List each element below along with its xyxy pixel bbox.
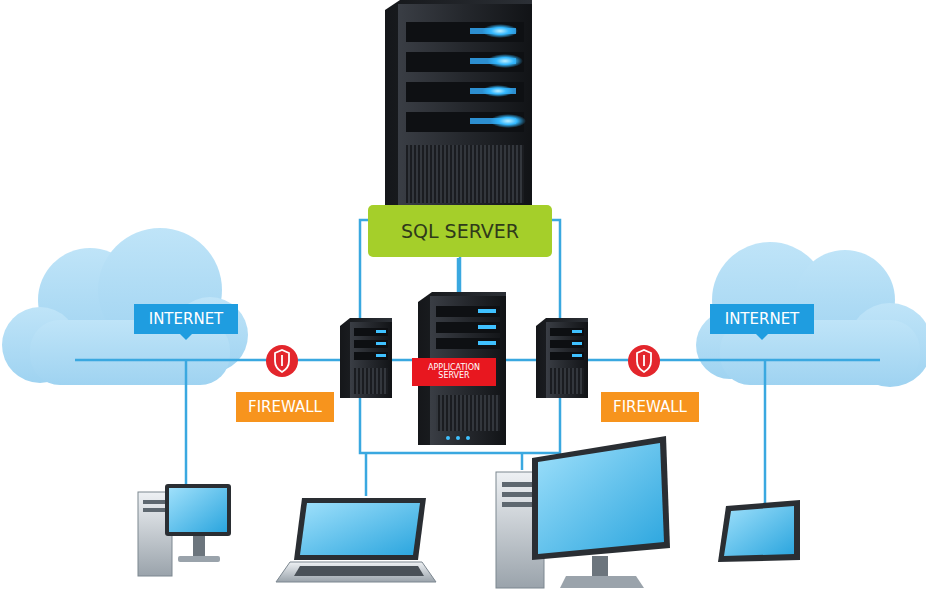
- sql-server-tower: [398, 4, 532, 215]
- application-server-tower: [478, 325, 496, 329]
- application-server-tower: [446, 436, 450, 440]
- application-server-tower: [436, 322, 500, 333]
- node-text: FIREWALL: [613, 398, 687, 416]
- desktop-computer: [178, 556, 220, 562]
- node-text: APPLICATION SERVER: [418, 364, 490, 381]
- firewall-shield: [275, 350, 289, 372]
- sql-server-tower: [406, 22, 524, 42]
- network-server: [536, 318, 588, 398]
- firewall-shield: [628, 345, 660, 377]
- laptop-computer: [276, 498, 436, 582]
- firewall-label: FIREWALL: [601, 392, 699, 422]
- firewall-shield: [637, 350, 651, 372]
- tablet-device: [718, 500, 800, 562]
- desktop-computer: [592, 556, 608, 576]
- internet-cloud: [2, 228, 248, 385]
- tablet-device: [724, 506, 794, 556]
- sql-server-tower: [406, 52, 524, 72]
- sql-server-tower: [406, 82, 524, 102]
- network-wire: [457, 258, 460, 295]
- desktop-computer: [532, 436, 670, 560]
- sql-server-tower: [482, 24, 518, 38]
- application-server-tower: [436, 306, 500, 317]
- sql-server-tower: [406, 145, 524, 203]
- node-text: INTERNET: [149, 310, 224, 328]
- firewall-shield: [281, 355, 283, 366]
- desktop-computer: [143, 508, 167, 512]
- application-server-tower: [478, 309, 496, 313]
- network-wire: [185, 360, 188, 488]
- internet-cloud: [696, 242, 926, 387]
- laptop-computer: [294, 498, 426, 560]
- internet-tag: INTERNET: [710, 304, 814, 334]
- firewall-shield: [643, 355, 645, 366]
- laptop-computer: [294, 566, 424, 576]
- desktop-computer: [143, 500, 167, 504]
- laptop-computer: [276, 562, 436, 582]
- sql-server-tower: [490, 114, 526, 128]
- network-wire: [365, 453, 368, 496]
- node-text: FIREWALL: [248, 398, 322, 416]
- server-label: APPLICATION SERVER: [412, 358, 496, 386]
- node-text: INTERNET: [725, 310, 800, 328]
- application-server-tower: [436, 338, 500, 349]
- sql-server-tower: [482, 85, 514, 97]
- desktop-computer: [496, 436, 670, 588]
- laptop-computer: [300, 503, 420, 555]
- application-server-tower: [466, 436, 470, 440]
- sql-server-tower: [385, 0, 532, 215]
- firewall-shield: [266, 345, 298, 377]
- desktop-computer: [138, 484, 231, 576]
- desktop-computer: [165, 484, 231, 536]
- network-wire: [521, 453, 524, 470]
- desktop-computer: [560, 576, 644, 588]
- desktop-computer: [169, 488, 227, 532]
- application-server-tower: [436, 395, 500, 431]
- server-label: SQL SERVER: [368, 205, 552, 257]
- sql-server-tower: [385, 0, 532, 215]
- application-server-tower: [478, 341, 496, 345]
- network-wire: [75, 220, 880, 508]
- firewall-shield: [266, 345, 298, 377]
- tablet-device: [718, 500, 800, 562]
- network-wire: [764, 360, 767, 508]
- firewall-label: FIREWALL: [236, 392, 334, 422]
- desktop-computer: [538, 443, 664, 554]
- node-text: SQL SERVER: [401, 220, 519, 242]
- internet-tag: INTERNET: [134, 304, 238, 334]
- desktop-computer: [193, 536, 205, 556]
- firewall-shield: [628, 345, 660, 377]
- network-server: [340, 318, 392, 398]
- sql-server-tower: [487, 54, 523, 68]
- application-server-tower: [456, 436, 460, 440]
